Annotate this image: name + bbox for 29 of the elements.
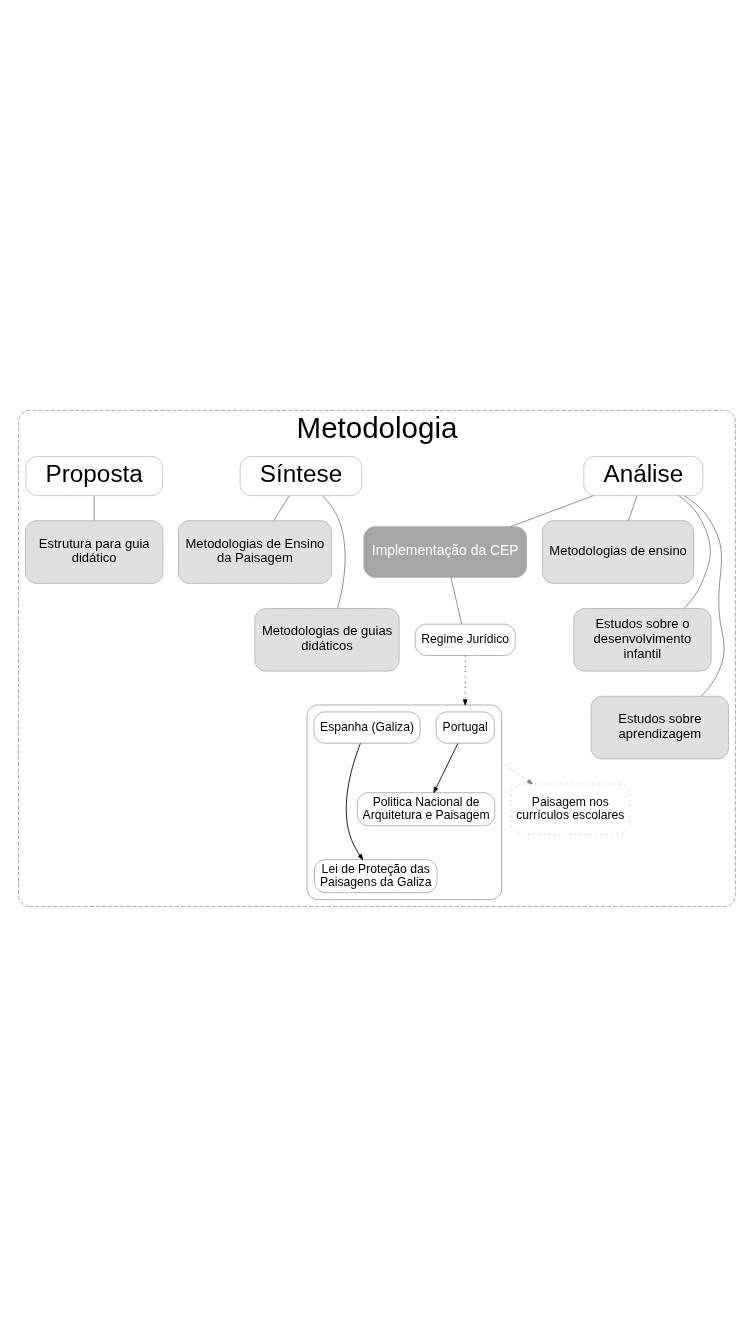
node-box: Estudos sobre aprendizagem xyxy=(590,695,729,760)
arrow xyxy=(462,655,468,706)
node-box: Estrutura para guia didático xyxy=(25,520,164,584)
node-box: Análise xyxy=(583,456,704,496)
connector xyxy=(450,576,463,625)
node-box: Espanha (Galiza) xyxy=(313,711,421,744)
node-box: Portugal xyxy=(435,711,495,744)
arrow xyxy=(345,743,364,861)
connector xyxy=(93,495,95,522)
cluster xyxy=(306,704,503,901)
node-box: Lei de Proteção das Paisagens da Galiza xyxy=(314,859,438,894)
node-box: Regime Jurídico xyxy=(414,623,516,656)
node-box: Metodologias de guias didáticos xyxy=(254,608,400,672)
connector xyxy=(509,495,594,528)
arrow xyxy=(501,761,533,785)
node-box: Paisagem nos currículos escolares xyxy=(510,783,631,835)
node-box: Politica Nacional de Arquitetura e Paisagem xyxy=(357,792,496,827)
connector xyxy=(684,495,725,697)
arrow xyxy=(433,743,459,794)
node-box: Metodologias de ensino xyxy=(542,520,695,584)
connector xyxy=(628,495,638,522)
node-box: Proposta xyxy=(25,456,163,496)
connector xyxy=(322,495,346,609)
node-box: Metodologias de Ensino da Paisagem xyxy=(178,520,332,584)
node-box: Estudos sobre o desenvolvimento infantil xyxy=(573,608,712,672)
connector xyxy=(273,495,290,522)
node-box: Implementação da CEP xyxy=(363,526,527,578)
node-box: Síntese xyxy=(239,456,363,496)
connector xyxy=(678,495,711,609)
